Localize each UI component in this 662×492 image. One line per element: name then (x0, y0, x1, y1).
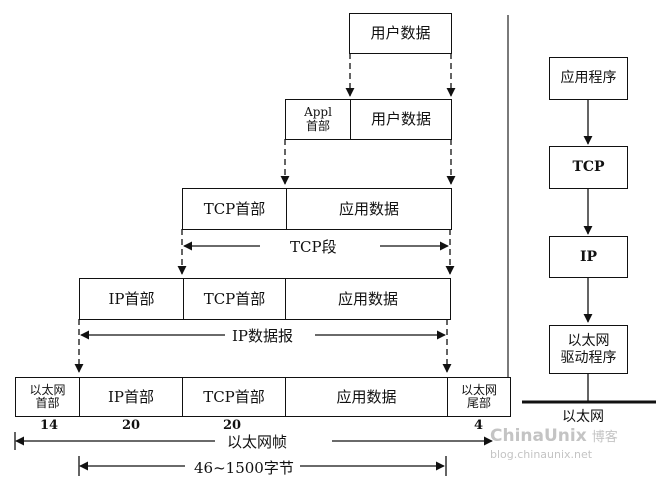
tcp-segment-label: TCP段 (284, 236, 343, 257)
trailer-size: 4 (474, 418, 484, 433)
stack-ethernet-label: 以太网 (556, 406, 610, 426)
watermark-suffix: 博客 (591, 430, 618, 445)
ip-tcp-header-cell: TCP首部 (183, 279, 285, 319)
tcp-header-size: 20 (223, 418, 242, 433)
eth-ip-header-cell: IP首部 (79, 378, 182, 416)
ethernet-frame-box: 以太网 首部 IP首部 TCP首部 应用数据 以太网 尾部 (15, 377, 511, 417)
app-user-data-cell: 用户数据 (350, 100, 451, 139)
user-data-label: 用户数据 (370, 23, 431, 42)
user-data-box: 用户数据 (349, 13, 452, 54)
eth-header-cell: 以太网 首部 (29, 382, 66, 410)
stack-app-box: 应用程序 (549, 57, 628, 100)
tcp-header-cell: TCP首部 (203, 199, 266, 218)
appl-header-cell: Appl 首部 (304, 105, 332, 133)
watermark: ChinaUnix 博客 blog.chinaunix.net (490, 426, 640, 461)
ip-datagram-label: IP数据报 (226, 325, 300, 346)
stack-tcp-box: TCP (549, 146, 628, 189)
ip-header-cell: IP首部 (108, 289, 155, 308)
stack-driver-box: 以太网 驱动程序 (549, 325, 628, 374)
eth-trailer-cell: 以太网 尾部 (447, 378, 510, 416)
watermark-url: blog.chinaunix.net (490, 448, 593, 461)
eth-tcp-header-cell: TCP首部 (182, 378, 285, 416)
tcp-segment-box: TCP首部 应用数据 (182, 188, 452, 230)
ip-datagram-box: IP首部 TCP首部 应用数据 (79, 278, 451, 320)
eth-header-size: 14 (40, 418, 59, 433)
app-layer-box: Appl 首部 用户数据 (285, 99, 452, 140)
stack-ip-box: IP (549, 236, 628, 278)
watermark-brand: ChinaUnix (490, 426, 587, 446)
ethernet-frame-label: 以太网帧 (221, 431, 294, 452)
ip-app-data-cell: 应用数据 (285, 279, 450, 319)
ip-header-size: 20 (122, 418, 141, 433)
payload-range-label: 46~1500字节 (188, 457, 300, 478)
eth-app-data-cell: 应用数据 (285, 378, 447, 416)
tcp-app-data-cell: 应用数据 (286, 189, 451, 229)
